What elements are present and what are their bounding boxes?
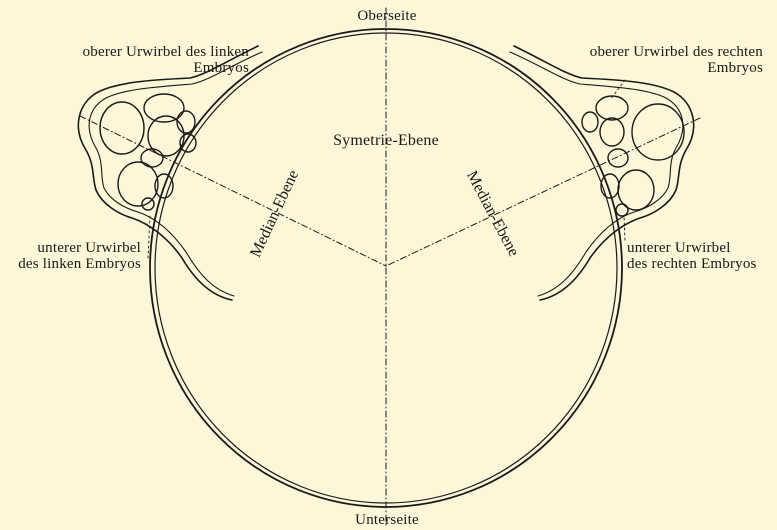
label-lower-right-somite: unterer Urwirbel des rechten Embryos	[627, 240, 757, 272]
left-somites	[100, 94, 196, 210]
label-lower-left-line2: des linken Embryos	[18, 256, 141, 272]
label-lower-right-line2: des rechten Embryos	[627, 256, 757, 272]
label-upper-right-line1: oberer Urwirbel des rechten	[590, 44, 763, 60]
label-bottom: Unterseite	[355, 512, 419, 528]
label-upper-left-line1: oberer Urwirbel des linken	[83, 44, 249, 60]
label-lower-right-line1: unterer Urwirbel	[627, 240, 757, 256]
leader-lower-right	[624, 216, 625, 240]
label-lower-left-line1: unterer Urwirbel	[18, 240, 141, 256]
label-upper-right-line2: Embryos	[590, 60, 763, 76]
label-top: Oberseite	[357, 8, 416, 24]
label-lower-left-somite: unterer Urwirbel des linken Embryos	[18, 240, 141, 272]
right-somites	[582, 96, 684, 216]
label-upper-left-line2: Embryos	[83, 60, 249, 76]
label-upper-left-somite: oberer Urwirbel des linken Embryos	[83, 44, 249, 76]
label-upper-right-somite: oberer Urwirbel des rechten Embryos	[590, 44, 763, 76]
label-symmetry-plane: Symetrie-Ebene	[333, 133, 439, 149]
